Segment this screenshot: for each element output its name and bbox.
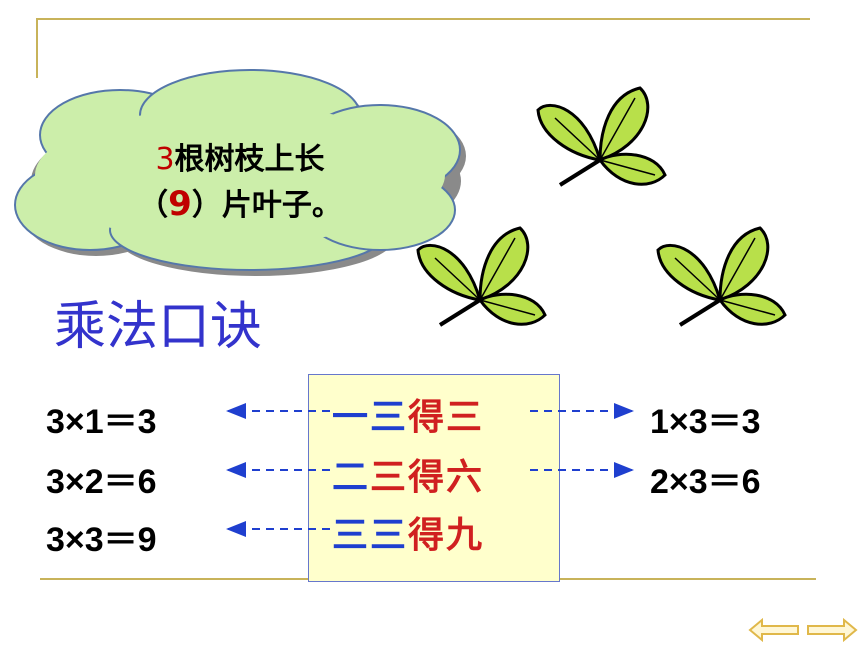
chant-char: 三 xyxy=(446,397,485,438)
chant-char: 三 xyxy=(370,397,409,438)
chant-char: 九 xyxy=(446,515,485,556)
cloud-line-1-text: 根树枝上长 xyxy=(174,142,325,177)
chant-row-1: 一三得三 xyxy=(332,388,484,440)
left-equation-2: 3×2＝6 xyxy=(46,463,157,501)
back-arrow-icon[interactable] xyxy=(748,618,800,642)
chant-char: 得 xyxy=(408,515,447,556)
frame-top-line xyxy=(36,18,810,20)
chant-row-2: 二三得六 xyxy=(332,448,484,500)
cloud-line-2: （9）片叶子。 xyxy=(70,182,410,228)
forward-arrow-icon[interactable] xyxy=(806,618,858,642)
chant-char: 三 xyxy=(332,515,371,556)
cloud-line-2-text: ）片叶子。 xyxy=(191,188,342,223)
right-equation-2: 2×3＝6 xyxy=(650,463,761,501)
cloud-line-1: 3根树枝上长 xyxy=(70,138,410,182)
chant-box xyxy=(308,374,560,582)
answer-number: 9 xyxy=(168,184,192,224)
chant-char: 得 xyxy=(408,397,447,438)
chant-char: 得 xyxy=(408,457,447,498)
branch-count: 3 xyxy=(155,142,175,177)
chant-char: 三 xyxy=(370,515,409,556)
paren-open: （ xyxy=(138,188,169,223)
chant-char: 一 xyxy=(332,397,371,438)
chant-char: 六 xyxy=(446,457,485,498)
cloud-shape xyxy=(14,69,466,276)
page-title: 乘法口诀 xyxy=(54,297,263,357)
right-equation-1: 1×3＝3 xyxy=(650,403,761,441)
chant-char: 二 xyxy=(332,457,371,498)
left-equation-3: 3×3＝9 xyxy=(46,521,157,559)
frame-left-line xyxy=(36,18,38,78)
left-equation-1: 3×1＝3 xyxy=(46,403,157,441)
chant-row-3: 三三得九 xyxy=(332,506,484,558)
chant-char: 三 xyxy=(370,457,409,498)
cloud-question: 3根树枝上长 （9）片叶子。 xyxy=(70,138,410,228)
